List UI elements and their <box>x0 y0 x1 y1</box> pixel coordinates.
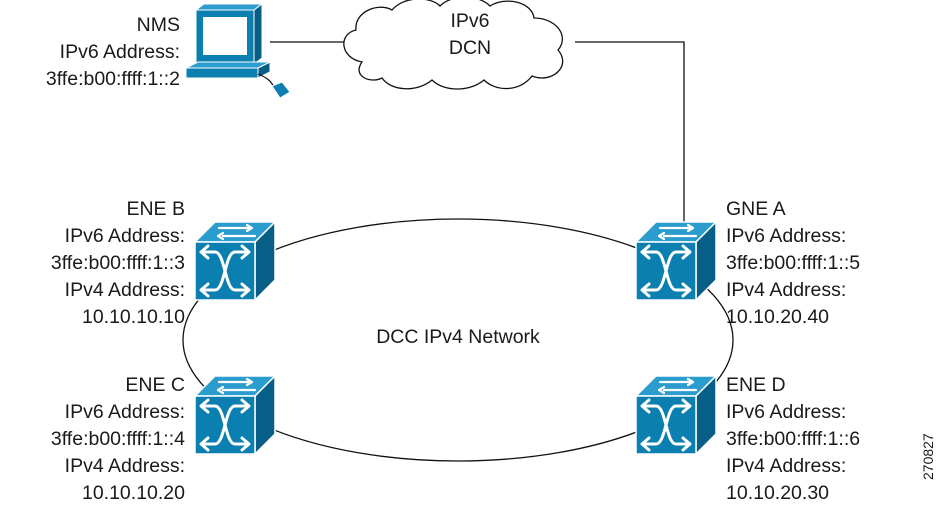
ene-d-ipv6-address: 3ffe:b00:ffff:1::6 <box>726 428 861 450</box>
ene-d-label: ENE D IPv6 Address: 3ffe:b00:ffff:1::6 I… <box>726 372 860 507</box>
ene-c-label: ENE C IPv6 Address: 3ffe:b00:ffff:1::4 I… <box>51 372 185 507</box>
gne-a-ipv4-label: IPv4 Address: <box>726 279 847 301</box>
dcc-ring <box>182 218 734 462</box>
ene-b-ipv4-label: IPv4 Address: <box>64 279 185 301</box>
gne-a-label: GNE A IPv6 Address: 3ffe:b00:ffff:1::5 I… <box>726 196 860 331</box>
ene-c-ipv4-label: IPv4 Address: <box>64 455 185 477</box>
dcn-cloud-line1: IPv6 <box>450 10 490 32</box>
ene-b-ipv4-address: 10.10.10.10 <box>81 306 185 328</box>
ene-b-ipv6-address: 3ffe:b00:ffff:1::3 <box>50 252 185 274</box>
nms-ipv6-label: IPv6 Address: <box>59 41 180 63</box>
ene-c-switch-icon <box>193 374 277 456</box>
computer-terminal-icon <box>185 3 291 99</box>
ene-c-ipv6-label: IPv6 Address: <box>64 401 185 423</box>
ene-b-ipv6-label: IPv6 Address: <box>64 225 185 247</box>
nms-ipv6-address: 3ffe:b00:ffff:1::2 <box>45 68 180 90</box>
dcn-cloud-line2: DCN <box>448 37 492 59</box>
gne-a-ipv4-address: 10.10.20.40 <box>726 306 830 328</box>
gne-a-ipv6-label: IPv6 Address: <box>726 225 847 247</box>
ene-b-name: ENE B <box>126 198 185 220</box>
ene-b-label: ENE B IPv6 Address: 3ffe:b00:ffff:1::3 I… <box>51 196 185 331</box>
ene-d-switch-icon <box>634 374 718 456</box>
ene-c-name: ENE C <box>125 374 185 396</box>
dcc-network-label: DCC IPv4 Network <box>338 324 578 351</box>
ene-d-name: ENE D <box>726 374 786 396</box>
gne-a-switch-icon <box>634 220 718 302</box>
gne-a-ipv6-address: 3ffe:b00:ffff:1::5 <box>726 252 861 274</box>
ene-c-ipv6-address: 3ffe:b00:ffff:1::4 <box>50 428 185 450</box>
dcn-to-gne-link <box>575 41 685 240</box>
cloud-icon <box>343 0 564 90</box>
ene-d-ipv4-label: IPv4 Address: <box>726 455 847 477</box>
ene-b-switch-icon <box>193 220 277 302</box>
dcn-cloud-label: IPv6 DCN <box>430 8 510 62</box>
figure-number: 270827 <box>920 433 936 480</box>
nms-label: NMS IPv6 Address: 3ffe:b00:ffff:1::2 <box>46 12 180 93</box>
dcc-network-name: DCC IPv4 Network <box>376 326 540 348</box>
ene-d-ipv6-label: IPv6 Address: <box>726 401 847 423</box>
ene-c-ipv4-address: 10.10.10.20 <box>81 482 185 504</box>
nms-name: NMS <box>136 14 180 36</box>
gne-a-name: GNE A <box>726 198 786 220</box>
ene-d-ipv4-address: 10.10.20.30 <box>726 482 830 504</box>
